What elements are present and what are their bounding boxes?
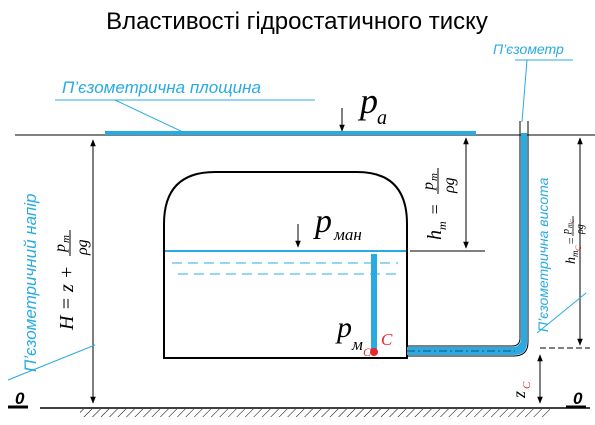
piezometric-head-label: П’єзометричний напір — [21, 194, 40, 372]
svg-text:H = z +: H = z + — [56, 261, 78, 331]
svg-text:m: m — [428, 173, 440, 181]
svg-text:a: a — [377, 107, 387, 129]
tank — [163, 171, 408, 359]
svg-text:ρg: ρg — [575, 224, 586, 235]
datum-right: 0 — [566, 389, 586, 409]
piezometric-head-leader — [7, 344, 96, 381]
hmc-formula: h m C = p m C ρg — [561, 216, 586, 264]
piezometric-height-label: П’єзометрична висота — [535, 177, 551, 332]
svg-text:ман: ман — [333, 225, 362, 244]
probe-tube — [371, 254, 377, 354]
svg-text:p: p — [561, 229, 572, 235]
svg-text:=: = — [425, 199, 445, 220]
svg-text:C: C — [363, 345, 372, 359]
page-title: Властивості гідростатичного тиску — [106, 8, 488, 35]
svg-text:p: p — [420, 182, 437, 191]
svg-text:ρg: ρg — [441, 177, 458, 194]
zc-label: z C — [509, 381, 533, 399]
svg-text:0: 0 — [573, 389, 583, 408]
datum-left: 0 — [8, 389, 28, 409]
svg-text:p: p — [313, 203, 332, 240]
svg-text:z: z — [509, 391, 529, 399]
piezometer-tube — [407, 121, 529, 357]
svg-text:p: p — [52, 244, 69, 253]
H-formula: H = z + p m ρg — [52, 230, 91, 331]
ground — [40, 407, 590, 417]
svg-text:ρg: ρg — [74, 239, 91, 256]
svg-text:h: h — [564, 257, 579, 264]
svg-text:m: m — [570, 250, 580, 257]
piezometer-leader — [521, 59, 528, 123]
svg-text:=: = — [564, 237, 578, 245]
piezometer-label: П’єзометр — [493, 41, 564, 57]
svg-text:m: m — [60, 235, 72, 243]
atmospheric-pressure-label: p a — [357, 81, 387, 129]
point-c-label: C — [381, 330, 393, 349]
hm-formula: h m = p m ρg — [420, 168, 458, 240]
svg-text:m: m — [566, 223, 574, 228]
piezometric-plane-label: П’єзометрична площина — [62, 78, 261, 97]
piezometric-plane-leader — [114, 99, 186, 134]
point-pressure-label: p м C — [335, 311, 372, 359]
svg-text:0: 0 — [15, 389, 25, 408]
svg-text:C: C — [574, 245, 583, 251]
svg-text:p: p — [357, 81, 378, 121]
piezometric-height-leader — [536, 292, 587, 334]
svg-text:м: м — [351, 335, 363, 354]
svg-text:h: h — [424, 230, 446, 240]
gauge-pressure-label: p ман — [313, 203, 362, 244]
point-c-marker — [370, 348, 378, 356]
svg-text:C: C — [521, 381, 533, 389]
svg-text:m: m — [435, 221, 449, 230]
svg-text:p: p — [335, 311, 352, 344]
